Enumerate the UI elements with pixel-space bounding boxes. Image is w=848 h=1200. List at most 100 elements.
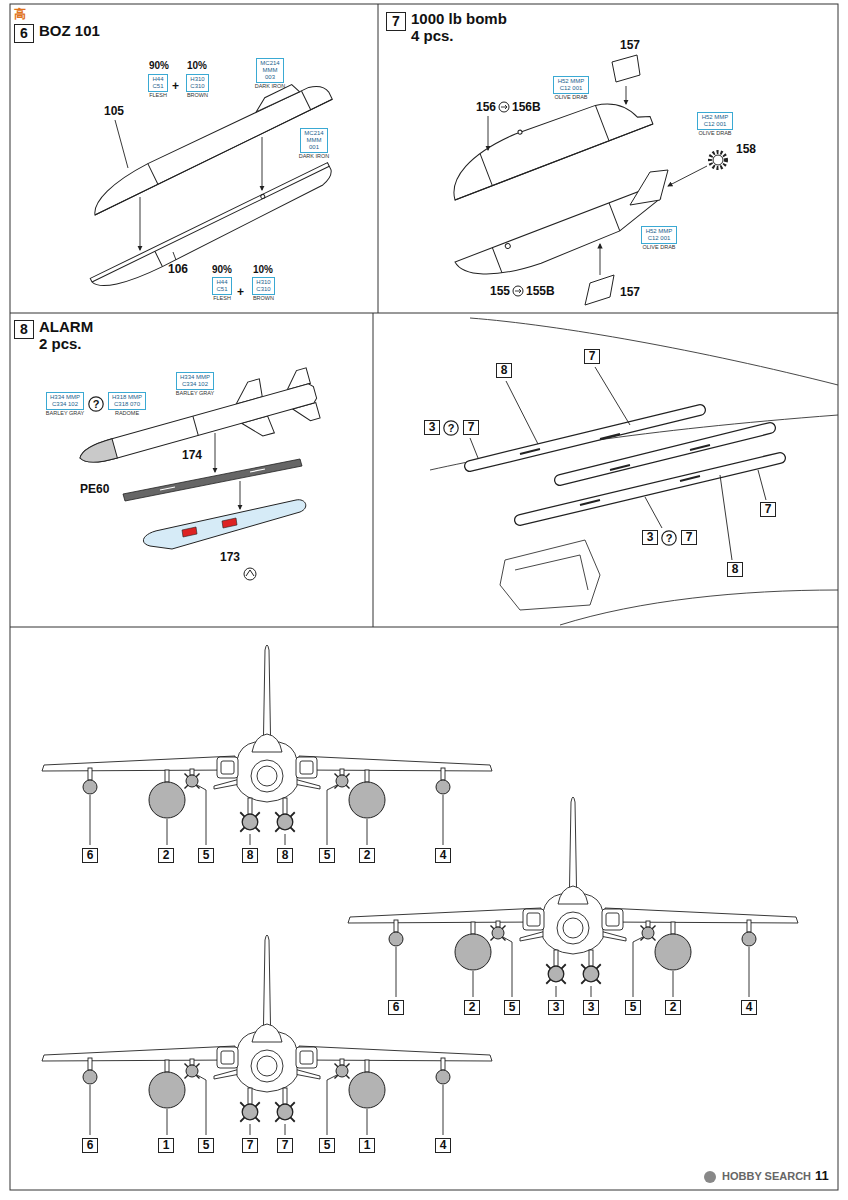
part-label: 158 xyxy=(736,142,756,156)
use-shape xyxy=(348,797,798,997)
color-callout-box: H52 MMP C12 001OLIVE DRAB xyxy=(641,226,677,244)
section-number-box: 6BOZ 101 xyxy=(14,24,34,43)
section-heading: 1000 lb bomb 4 pcs. xyxy=(411,10,515,44)
callout-number: 5 xyxy=(323,1139,331,1152)
color-code: H44 C51 xyxy=(151,76,165,90)
g-shape xyxy=(215,433,240,509)
path-shape xyxy=(215,433,216,472)
circle-shape xyxy=(513,286,523,296)
color-code: H334 MMP C334 102 xyxy=(179,374,211,388)
callout-number: 5 xyxy=(629,1001,637,1014)
callout-number-box: 8 xyxy=(242,848,258,863)
part-label: 10% xyxy=(187,60,207,72)
circle-shape xyxy=(710,152,726,168)
color-callout-box: H334 MMP C334 102BARLEY GRAY xyxy=(46,392,84,410)
callout-number: 7 xyxy=(281,1139,289,1152)
color-name: OLIVE DRAB xyxy=(554,94,587,101)
callout-number-box: 7 xyxy=(760,502,776,517)
color-code: H310 C310 xyxy=(255,279,272,293)
circle-shape xyxy=(244,568,256,580)
callout-number-box: 8 xyxy=(496,363,512,378)
callout-number-box: 4 xyxy=(741,1000,757,1015)
watermark: 高 xyxy=(14,7,26,21)
callout-number: 5 xyxy=(202,849,210,862)
callout-number-box: 4 xyxy=(435,848,451,863)
color-name: BROWN xyxy=(253,295,274,302)
callout-number-box: 8 xyxy=(277,848,293,863)
path-shape xyxy=(585,275,614,305)
color-name: RADOME xyxy=(115,410,139,417)
path-shape xyxy=(492,203,619,276)
path-shape xyxy=(252,83,300,113)
color-name: BROWN xyxy=(187,92,208,99)
path-shape xyxy=(173,252,176,260)
section-number-box: 8ALARM 2 pcs. xyxy=(14,320,34,339)
path-shape xyxy=(92,166,337,297)
color-callout-box: H318 MMP C318 070RADOME xyxy=(108,392,146,410)
path-shape xyxy=(77,439,117,468)
callout-number-box: 2 xyxy=(464,1000,480,1015)
color-callout-box: H310 C310BROWN xyxy=(186,74,209,92)
query-mark: ? xyxy=(665,530,673,546)
part-label: 174 xyxy=(182,448,202,462)
color-name: OLIVE DRAB xyxy=(642,244,675,251)
callout-number: 4 xyxy=(439,849,447,862)
color-callout-box: H52 MMP C12 001OLIVE DRAB xyxy=(553,76,589,94)
part-label: 10% xyxy=(253,264,273,276)
color-name: BARLEY GRAY xyxy=(46,410,84,417)
callout-number-box: 3 xyxy=(583,1000,599,1015)
callout-number-box: 5 xyxy=(504,1000,520,1015)
path-shape xyxy=(240,481,241,509)
part-label: + xyxy=(172,79,179,93)
part-label: 105 xyxy=(104,104,124,118)
callout-number: 3 xyxy=(428,421,436,434)
callout-number-box: 7 xyxy=(277,1138,293,1153)
path-shape xyxy=(560,590,838,625)
callout-number: 2 xyxy=(669,1001,677,1014)
part-label: 90% xyxy=(212,264,232,276)
callout-number: 6 xyxy=(392,1001,400,1014)
circle-shape xyxy=(505,243,511,249)
callout-number: 7 xyxy=(764,503,772,516)
query-mark: ? xyxy=(92,396,100,412)
query-circle: ? xyxy=(443,420,459,436)
part-label: 155 xyxy=(490,284,510,298)
callout-number: 2 xyxy=(162,849,170,862)
circle-outline-shape xyxy=(444,421,458,435)
callout-number-box: 1 xyxy=(359,1138,375,1153)
callout-number-box: 3 xyxy=(424,420,440,435)
path-shape xyxy=(501,105,507,109)
query-circle: ? xyxy=(88,396,104,412)
path-shape xyxy=(612,55,640,82)
part-label: 155B xyxy=(526,284,555,298)
callout-number-box: 5 xyxy=(319,848,335,863)
callout-number-box: 5 xyxy=(198,1138,214,1153)
path-shape xyxy=(626,86,627,104)
path-shape xyxy=(470,410,780,520)
color-code: H52 MMP C12 001 xyxy=(700,114,730,128)
color-code: H318 MMP C318 070 xyxy=(111,394,143,408)
part-label: 173 xyxy=(220,550,240,564)
color-callout-box: MC214 MMM 003DARK IRON xyxy=(256,58,284,83)
color-name: DARK IRON xyxy=(299,153,330,160)
callout-number: 4 xyxy=(439,1139,447,1152)
path-shape xyxy=(470,318,838,385)
path-shape xyxy=(600,244,601,275)
callout-number-box: 7 xyxy=(242,1138,258,1153)
use-shape xyxy=(42,645,492,845)
query-circle: ? xyxy=(661,530,677,546)
path-shape xyxy=(262,137,263,190)
callout-number: 8 xyxy=(246,849,254,862)
callout-number: 7 xyxy=(588,350,596,363)
color-name: FLESH xyxy=(213,295,231,302)
section-heading: BOZ 101 xyxy=(39,22,100,39)
color-code: H310 C310 xyxy=(189,76,206,90)
use-shape xyxy=(42,935,492,1135)
callout-number: 4 xyxy=(745,1001,753,1014)
circle-shape xyxy=(704,1171,716,1183)
circle-shape xyxy=(499,102,509,112)
part-label: + xyxy=(237,285,244,299)
query-mark: ? xyxy=(447,420,455,436)
